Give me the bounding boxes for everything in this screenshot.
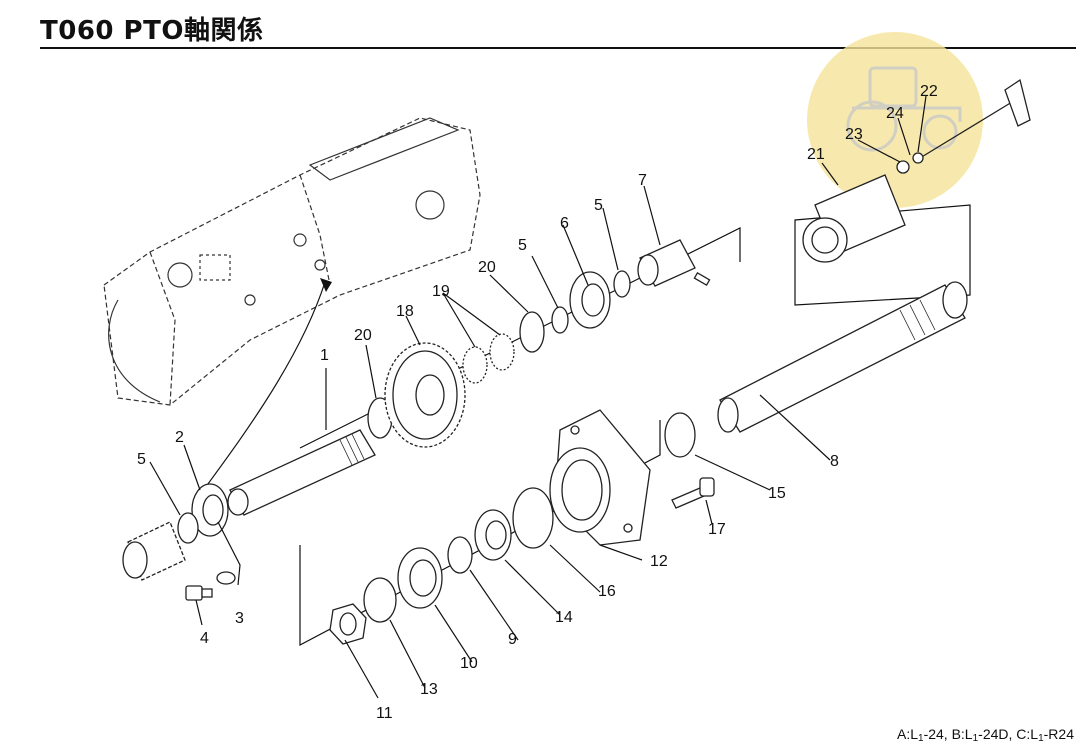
assembly-arrow <box>204 281 326 489</box>
callout-2: 2 <box>175 429 184 446</box>
part-20-washer-right <box>519 311 545 353</box>
part-4-bolt <box>185 585 213 601</box>
callout-7: 7 <box>638 172 647 189</box>
callout-22: 22 <box>920 83 938 100</box>
callout-12: 12 <box>650 553 668 570</box>
callout-13: 13 <box>420 681 438 698</box>
callout-23: 23 <box>845 126 863 143</box>
watermark-logo <box>807 32 983 208</box>
callout-10: 10 <box>460 655 478 672</box>
part-8-long-shaft <box>717 281 968 433</box>
part-15-seal <box>664 412 696 458</box>
part-5-snap-ring-mid <box>551 306 569 334</box>
part-18-gear <box>384 342 466 448</box>
callout-20-right: 20 <box>478 259 496 276</box>
callout-16: 16 <box>598 583 616 600</box>
part-7-collar <box>637 239 711 287</box>
part-13-snap-ring <box>363 577 397 623</box>
part-22-lever-rod <box>919 78 1031 159</box>
part-11-nut <box>329 603 367 645</box>
part-19-needle-bearings <box>462 333 515 384</box>
callout-6: 6 <box>560 215 569 232</box>
callout-21: 21 <box>807 146 825 163</box>
part-10-bearing <box>397 547 443 609</box>
title-rule <box>40 47 1076 49</box>
part-23-washer <box>896 160 910 174</box>
part-24-washer <box>912 152 924 164</box>
part-1-shaft <box>227 429 376 516</box>
model-applicability-note: A:L1-24, B:L1-24D, C:L1-R24 <box>897 726 1074 744</box>
callout-9: 9 <box>508 631 517 648</box>
callout-5-mid: 5 <box>518 237 527 254</box>
model-c: C:L1-R24 <box>1016 726 1074 744</box>
callout-11: 11 <box>376 705 393 722</box>
transmission-housing <box>103 117 481 406</box>
model-a: A:L1-24, <box>896 726 948 744</box>
model-b: B:L1-24D, <box>951 726 1013 744</box>
part-3-washer <box>216 571 236 585</box>
part-5-snap-ring-left <box>177 512 199 544</box>
leader-lines <box>149 95 927 699</box>
part-16-o-ring <box>512 487 554 549</box>
callout-20-left: 20 <box>354 327 372 344</box>
callout-17: 17 <box>708 521 726 538</box>
part-5-snap-ring-right <box>613 270 631 298</box>
callout-1: 1 <box>320 347 329 364</box>
callout-5-left: 5 <box>137 451 146 468</box>
callout-18: 18 <box>396 303 414 320</box>
part-14-bearing <box>474 509 512 561</box>
page-title: T060 PTO軸関係 <box>40 16 264 46</box>
part-12-flange-housing <box>549 409 651 546</box>
callout-5-right: 5 <box>594 197 603 214</box>
part-17-bolt <box>671 477 715 509</box>
part-6-bearing <box>569 271 611 329</box>
callout-3: 3 <box>235 610 244 627</box>
part-9-spacer <box>447 536 473 574</box>
callout-15: 15 <box>768 485 786 502</box>
part-21-holder <box>802 174 906 263</box>
callout-14: 14 <box>555 609 573 626</box>
bracket-top-right <box>794 204 971 306</box>
callout-19: 19 <box>432 283 450 300</box>
callout-24: 24 <box>886 105 904 122</box>
sleeve-lower-left <box>122 521 186 581</box>
callout-labels: 1 2 5 3 4 18 20 19 20 5 6 5 7 8 15 17 12… <box>137 83 938 722</box>
callout-4: 4 <box>200 630 209 647</box>
callout-8: 8 <box>830 453 839 470</box>
